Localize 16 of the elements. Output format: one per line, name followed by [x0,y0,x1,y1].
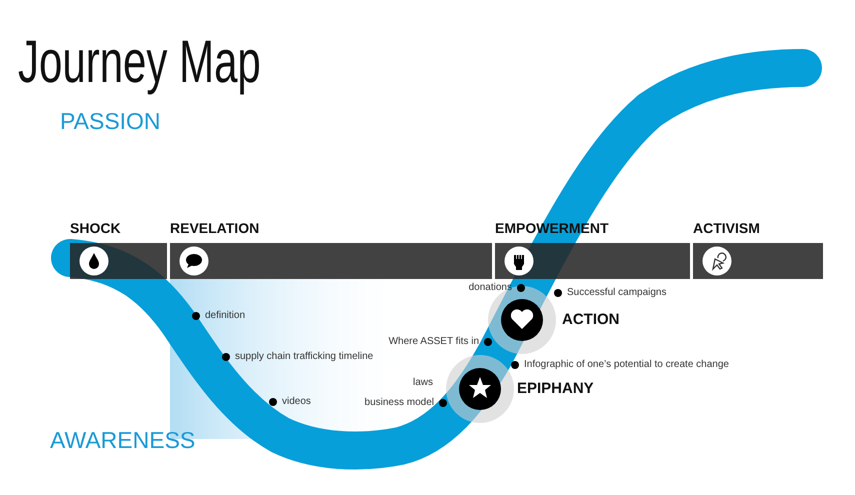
point-label: business model [364,396,434,410]
stage-heading: ACTIVISM [693,219,760,237]
point-label: definition [205,309,246,323]
point-label: supply chain trafficking timeline [235,350,374,364]
point-label: Where ASSET fits in [388,335,479,349]
milestone-label: ACTION [562,311,620,329]
stage-axis-label: AWARENESS [50,427,196,453]
milestone-label: EPIPHANY [517,380,594,398]
point-label: Infographic of one’s potential to create change [524,358,729,372]
stage-axis-label: PASSION [60,108,161,134]
point-label: Successful campaigns [567,286,666,300]
stage-heading: REVELATION [170,219,260,237]
point-label: laws [412,376,433,390]
stage-heading: SHOCK [70,219,121,237]
point-label: videos [282,395,311,409]
page-title: Journey Map [18,30,261,94]
